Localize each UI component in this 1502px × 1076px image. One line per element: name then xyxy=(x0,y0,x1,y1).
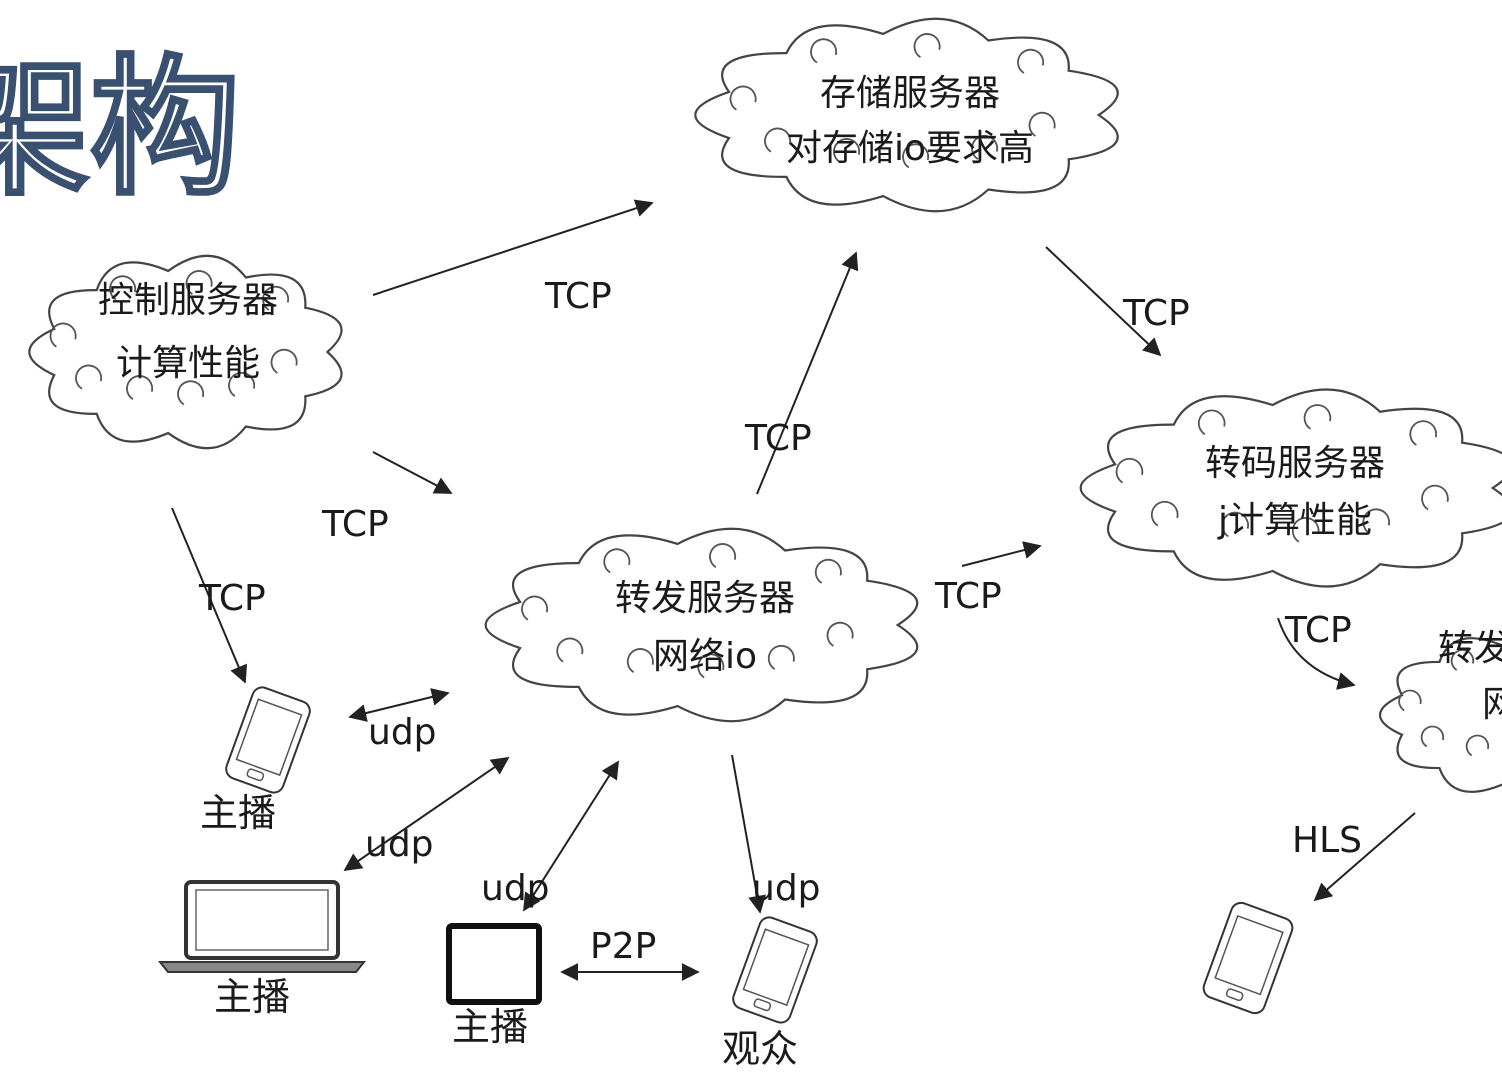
viewer-phone-icon xyxy=(732,916,818,1024)
edge-storage-transcode xyxy=(1045,246,1162,357)
transcode-server-cloud: 转码服务器 j计算性能 xyxy=(1079,388,1502,588)
edge-label-viewer-udp: udp xyxy=(752,868,821,909)
edge-hls xyxy=(1313,812,1416,902)
viewer-caption: 观众 xyxy=(722,1027,798,1071)
edge-label-transcode-forward2: TCP xyxy=(1284,610,1352,651)
edge-laptop-forward xyxy=(343,756,510,872)
edge-control-forward xyxy=(372,451,453,494)
control-server-cloud: 控制服务器 计算性能 xyxy=(28,254,343,450)
edge-label-hls: HLS xyxy=(1292,820,1362,861)
edge-transcode-forward2 xyxy=(1277,617,1356,690)
phone-icon xyxy=(225,686,311,794)
edge-forward-storage xyxy=(756,251,859,495)
forward-server-cloud: 转发服务器 网络io xyxy=(484,527,919,723)
forward-server-2-desc: 网 xyxy=(1482,684,1502,725)
forward-server-desc: 网络io xyxy=(653,636,757,677)
edge-label-forward-transcode: TCP xyxy=(934,576,1002,617)
control-server-label: 控制服务器 xyxy=(98,280,278,321)
edge-label-control-forward: TCP xyxy=(321,504,389,545)
edge-label-laptop-udp: udp xyxy=(365,824,434,865)
edge-control-phone xyxy=(171,507,248,684)
forward-server-2-label: 转发 xyxy=(1438,628,1502,669)
transcode-server-label: 转码服务器 xyxy=(1205,443,1385,484)
edge-forward-viewer xyxy=(731,754,767,914)
page-title: 架构 xyxy=(0,42,240,216)
edge-label-forward-storage: TCP xyxy=(744,418,812,459)
edge-tablet-forward xyxy=(523,760,619,912)
edge-label-phone-udp: udp xyxy=(368,712,437,753)
edge-forward-transcode xyxy=(961,541,1042,567)
forward-server-label: 转发服务器 xyxy=(615,578,795,619)
edge-label-control-storage: TCP xyxy=(544,276,612,317)
edge-label-storage-transcode: TCP xyxy=(1122,293,1190,334)
laptop-caption: 主播 xyxy=(214,975,290,1019)
tablet-icon xyxy=(446,923,542,1005)
laptop-icon xyxy=(157,880,367,973)
forward-server-2-cloud: 转发 网 xyxy=(1379,628,1502,793)
edge-label-control-phone: TCP xyxy=(198,578,266,619)
storage-server-desc: 对存储io要求高 xyxy=(786,128,1034,169)
control-server-desc: 计算性能 xyxy=(116,343,260,384)
edge-label-p2p: P2P xyxy=(590,926,656,967)
phone-caption: 主播 xyxy=(200,791,276,835)
hls-phone-icon xyxy=(1202,901,1294,1015)
edge-label-tablet-udp: udp xyxy=(481,868,550,909)
tablet-caption: 主播 xyxy=(452,1005,528,1049)
transcode-server-desc: j计算性能 xyxy=(1217,500,1372,541)
storage-server-cloud: 存储服务器 对存储io要求高 xyxy=(694,17,1119,213)
edge-phone-forward xyxy=(348,688,450,722)
storage-server-label: 存储服务器 xyxy=(820,73,1000,114)
edge-control-storage xyxy=(372,199,654,296)
